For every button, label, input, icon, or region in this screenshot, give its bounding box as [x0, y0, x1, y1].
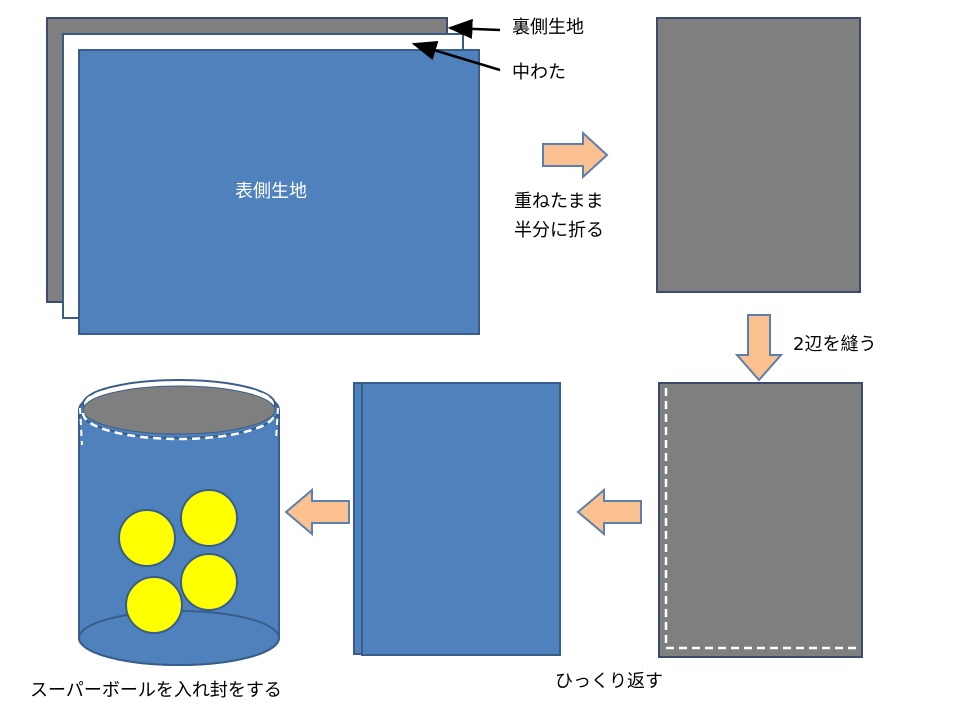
folded-fabric — [656, 17, 861, 293]
sewn-fabric — [658, 382, 863, 658]
block-arrow-icon — [284, 487, 350, 537]
super-ball-icon — [125, 576, 183, 634]
block-arrow-icon — [542, 130, 609, 180]
super-ball-icon — [180, 489, 238, 547]
block-arrow-icon — [734, 314, 784, 382]
batting-pointer — [411, 40, 501, 72]
label-sew: 2辺を縫う — [793, 334, 877, 355]
stitch-line — [664, 388, 858, 650]
super-ball-icon — [118, 509, 176, 567]
label-turn: ひっくり返す — [555, 671, 663, 692]
turned-fabric — [361, 382, 561, 656]
block-arrow-icon — [576, 487, 642, 537]
label-batting: 中わた — [512, 62, 566, 83]
label-fold-line1: 重ねたまま — [514, 191, 604, 212]
label-front-fabric: 表側生地 — [235, 181, 307, 202]
back-fabric-pointer — [447, 18, 501, 39]
front-fabric-layer — [78, 49, 480, 335]
super-ball-icon — [180, 553, 238, 611]
label-back-fabric: 裏側生地 — [512, 17, 584, 38]
label-finish: スーパーボールを入れ封をする — [30, 680, 282, 701]
label-fold-line2: 半分に折る — [514, 220, 604, 241]
finished-cylinder — [78, 379, 280, 666]
